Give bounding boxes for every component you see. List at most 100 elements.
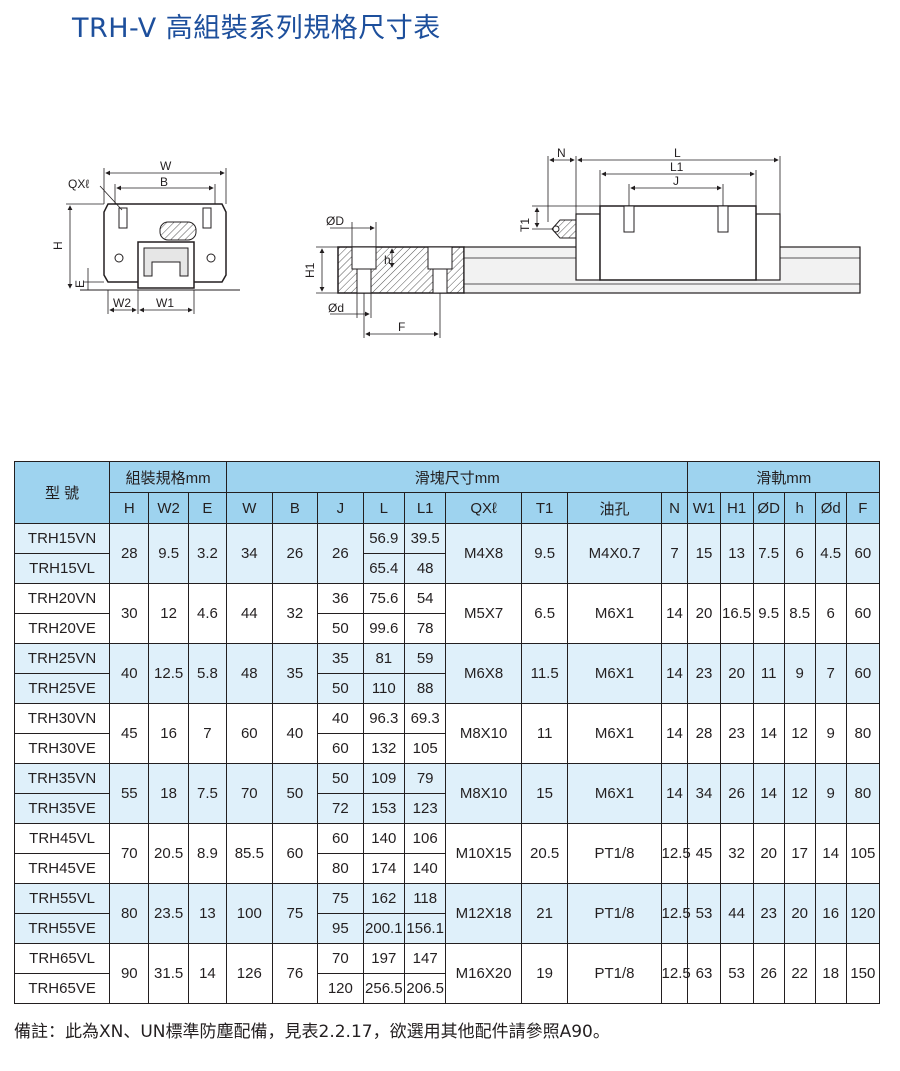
table-cell: 197 xyxy=(362,943,405,974)
dim-label-F: F xyxy=(398,320,405,334)
table-cell: 81 xyxy=(362,643,405,674)
table-cell: 75 xyxy=(317,883,364,914)
table-cell: 15 xyxy=(687,523,721,584)
table-cell: M10X15 xyxy=(445,823,522,884)
dim-label-QXl: QXℓ xyxy=(68,177,89,191)
table-cell: 9 xyxy=(783,643,816,704)
table-cell: PT1/8 xyxy=(567,823,662,884)
dim-label-W: W xyxy=(160,159,172,173)
table-cell: 106 xyxy=(403,823,447,854)
table-cell: 26 xyxy=(719,763,754,824)
table-cell: M8X10 xyxy=(445,763,522,824)
table-cell: 20 xyxy=(752,823,785,884)
table-cell: M4X0.7 xyxy=(567,523,662,584)
table-cell: 65.4 xyxy=(362,553,405,584)
table-cell: 96.3 xyxy=(362,703,405,734)
col-header: ØD xyxy=(752,492,785,524)
table-cell: 15 xyxy=(520,763,569,824)
table-cell: 54 xyxy=(403,583,447,614)
table-cell: 11.5 xyxy=(520,643,569,704)
col-header: h xyxy=(783,492,816,524)
table-cell: 70 xyxy=(317,943,364,974)
table-cell: 9.5 xyxy=(148,523,189,584)
col-header: E xyxy=(187,492,228,524)
model-cell: TRH45VE xyxy=(13,853,111,884)
dimension-drawing: W B QXℓ H E W2 W1 ØD xyxy=(51,146,861,338)
col-header: H1 xyxy=(719,492,754,524)
table-cell: 90 xyxy=(109,943,150,1004)
table-cell: M6X1 xyxy=(567,763,662,824)
col-header: W2 xyxy=(148,492,189,524)
table-cell: 16.5 xyxy=(719,583,754,644)
table-cell: 153 xyxy=(362,793,405,824)
table-cell: 19 xyxy=(520,943,569,1004)
col-header: QXℓ xyxy=(445,492,522,524)
table-cell: 9 xyxy=(814,703,847,764)
col-header: H xyxy=(109,492,150,524)
col-header: W xyxy=(226,492,273,524)
model-cell: TRH20VE xyxy=(13,613,111,644)
table-cell: 85.5 xyxy=(226,823,273,884)
table-cell: 14 xyxy=(660,643,689,704)
footnote: 備註：此為XN、UN標準防塵配備，見表2.2.17，欲選用其他配件請參照A90。 xyxy=(14,1022,610,1042)
model-cell: TRH30VN xyxy=(13,703,111,734)
table-cell: 150 xyxy=(845,943,881,1004)
table-cell: 40 xyxy=(109,643,150,704)
model-cell: TRH20VN xyxy=(13,583,111,614)
table-cell: 53 xyxy=(687,883,721,944)
table-cell: 140 xyxy=(362,823,405,854)
table-cell: 110 xyxy=(362,673,405,704)
table-cell: 20 xyxy=(687,583,721,644)
table-cell: 50 xyxy=(317,763,364,794)
table-cell: 7 xyxy=(660,523,689,584)
table-header: 型 號 組裝規格mm 滑塊尺寸mm 滑軌mm H W2 E W B J L L1… xyxy=(13,461,881,524)
table-cell: 14 xyxy=(660,703,689,764)
table-cell: 26 xyxy=(752,943,785,1004)
table-cell: 4.5 xyxy=(814,523,847,584)
table-cell: 5.8 xyxy=(187,643,228,704)
table-cell: 70 xyxy=(226,763,273,824)
col-header: J xyxy=(317,492,364,524)
col-header: B xyxy=(271,492,319,524)
table-cell: 23 xyxy=(687,643,721,704)
table-cell: 12 xyxy=(148,583,189,644)
table-cell: 12.5 xyxy=(660,883,691,944)
table-cell: 60 xyxy=(845,643,881,704)
table-cell: 21 xyxy=(520,883,569,944)
table-cell: 16 xyxy=(148,703,189,764)
dim-label-B: B xyxy=(160,175,168,189)
table-cell: 78 xyxy=(403,613,447,644)
table-cell: 6 xyxy=(783,523,816,584)
model-cell: TRH15VL xyxy=(13,553,111,584)
table-cell: 140 xyxy=(403,853,447,884)
table-cell: 120 xyxy=(317,973,364,1004)
table-cell: 60 xyxy=(271,823,319,884)
model-cell: TRH55VL xyxy=(13,883,111,914)
dim-label-H: H xyxy=(51,241,65,250)
front-view: W B QXℓ H E W2 W1 xyxy=(51,159,240,314)
table-cell: 22 xyxy=(783,943,816,1004)
table-cell: 118 xyxy=(403,883,447,914)
table-cell: 23 xyxy=(719,703,754,764)
table-cell: 60 xyxy=(317,823,364,854)
col-header: T1 xyxy=(520,492,569,524)
table-cell: 75 xyxy=(271,883,319,944)
table-cell: 88 xyxy=(403,673,447,704)
table-cell: 7.5 xyxy=(752,523,785,584)
col-header: 油孔 xyxy=(567,492,662,524)
table-cell: 23.5 xyxy=(148,883,189,944)
table-cell: 18 xyxy=(148,763,189,824)
col-header: W1 xyxy=(687,492,721,524)
table-cell: 80 xyxy=(317,853,364,884)
table-cell: 76 xyxy=(271,943,319,1004)
table-cell: 126 xyxy=(226,943,273,1004)
header-rail: 滑軌mm xyxy=(687,461,880,493)
